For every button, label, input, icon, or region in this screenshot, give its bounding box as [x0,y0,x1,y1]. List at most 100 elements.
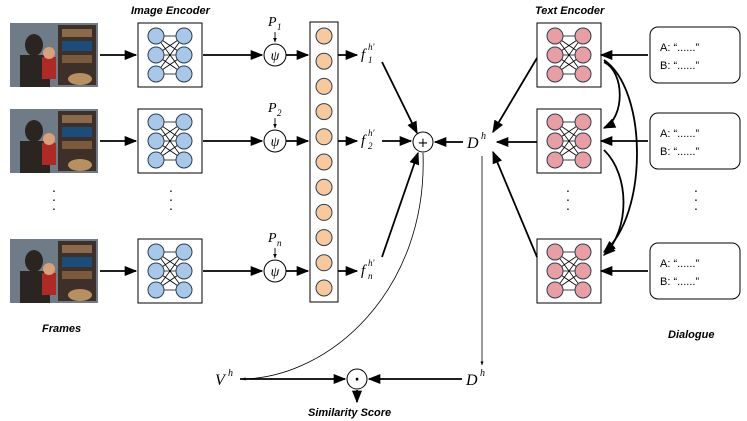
encoder-node [574,132,592,150]
d-upper-base: D [466,135,479,152]
connections [240,49,648,404]
encoder-node [175,281,193,299]
encoder-node [175,262,193,280]
feature-label: f [361,133,367,149]
curve-dlg2-to-ten [603,149,625,256]
encoder-node [175,151,193,169]
photo-books-2 [62,271,92,279]
photo-child [42,273,56,295]
feature-label-sub: 2 [368,141,373,151]
encoder-node [574,46,592,64]
encoder-node [546,65,564,83]
encoder-node [147,132,165,150]
frame-photo [10,23,98,87]
encoder-node [574,151,592,169]
photo-dog [68,289,92,301]
image-encoder-ellipsis: ··· [169,185,174,218]
feature-cell [315,153,333,171]
frames-label: Frames [42,323,81,335]
image-encoder [137,22,203,88]
feature-cell [315,27,333,45]
text-encoder [536,108,602,174]
encoder-node [546,243,564,261]
v-base: V [215,372,227,389]
encoder-node [546,262,564,280]
photo-person-head [25,120,43,142]
text-encoder [536,22,602,88]
dialogue-frame [649,242,741,300]
curve-dlg1-to-te2 [602,61,621,129]
encoder-node [147,243,165,261]
encoder-node [147,65,165,83]
encoder-node [175,46,193,64]
image-encoders [137,22,203,304]
ellipsis-markers: ··· ··· ··· ··· [52,185,699,218]
prompt-label: P [267,15,277,30]
frame-photo [10,239,98,303]
prompt-label-sub: 2 [277,108,282,118]
d-lower-sup: h [480,368,485,379]
dialogue-line-a: A: “......” [660,128,699,140]
text-encoder [536,238,602,304]
prompt-label: P [267,231,277,246]
encoder-node [574,243,592,261]
photo-books [62,29,92,37]
frames-ellipsis: ··· [52,185,57,218]
dot-product-node [346,368,368,390]
photo-tv [62,41,92,51]
dot-symbol: · [354,372,359,388]
dialogue-boxes: A: “......”B: “......” A: “......”B: “...… [649,26,741,300]
photo-person-head [25,250,43,272]
photo-books [62,245,92,253]
text-encoder-ellipsis: ··· [566,185,571,218]
encoder-node [147,46,165,64]
encoder-node [147,281,165,299]
arrow-te1-to-d [492,57,538,134]
encoder-node [546,132,564,150]
image-encoder-title: Image Encoder [131,5,211,17]
video-feature: V h [215,368,233,389]
dialogue-label: Dialogue [668,329,714,341]
photo-dog [68,73,92,85]
curve-sum-to-v [241,152,424,381]
photo-tv [62,257,92,267]
arrow-fn-to-sum [381,151,420,258]
encoder-node [546,46,564,64]
feature-column [309,21,339,303]
prompt-label: P [267,101,277,116]
feature-label: f [361,47,367,63]
v-sup: h [228,368,233,379]
text-encoder-title: Text Encoder [535,5,605,17]
encoder-node [546,281,564,299]
encoder-node [574,281,592,299]
feature-label-sup: h' [368,42,376,52]
psi-symbol: ψ [271,265,280,280]
dialogue-box: A: “......”B: “......” [649,242,741,300]
feature-cell [315,178,333,196]
frame-images [10,23,138,303]
dialogue-box: A: “......”B: “......” [649,26,741,84]
feature-cell [315,77,333,95]
photo-dog [68,159,92,171]
dialogue-frame [649,26,741,84]
frame-photo [10,109,98,173]
psi-symbol: ψ [271,135,280,150]
text-encoders [536,22,602,304]
prompt-label-sub: n [277,238,282,248]
encoder-node [147,113,165,131]
encoder-node [175,243,193,261]
dialogue-feature-upper: D h [466,131,486,152]
encoder-node [147,27,165,45]
feature-label-sub: 1 [368,55,373,65]
sum-node [412,131,434,153]
dialogue-frame [649,112,741,170]
feature-cell [315,52,333,70]
feature-label-sup: h' [368,128,376,138]
photo-child [42,143,56,165]
feature-label-sup: h' [368,258,376,268]
image-encoder [137,238,203,304]
photo-books-2 [62,141,92,149]
encoder-node [147,151,165,169]
